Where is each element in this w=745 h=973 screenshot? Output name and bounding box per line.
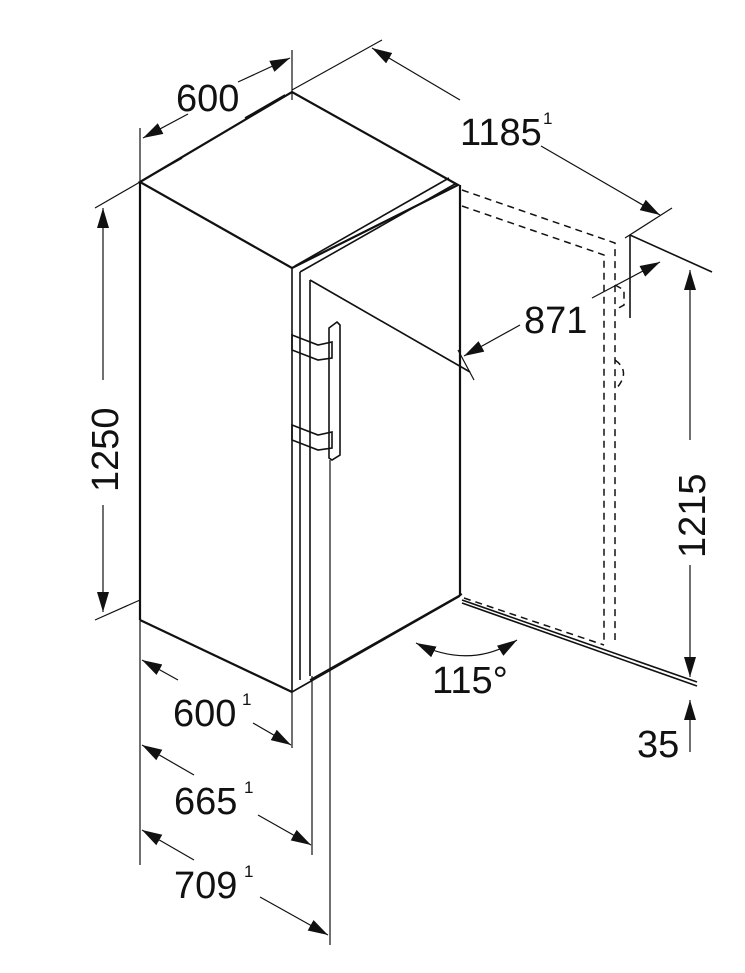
dimension-arrows: [97, 47, 696, 936]
top-width-label: 600: [176, 78, 239, 120]
door-height-label: 1215: [672, 473, 714, 558]
depth-body-label: 600: [173, 693, 236, 735]
bottom-edge: [139, 619, 293, 693]
depth-door-label: 665: [174, 781, 237, 823]
depth-handle-label: 709: [174, 865, 237, 907]
door-handle: [291, 320, 341, 461]
door-clearance-label: 871: [524, 300, 587, 342]
plinth-label: 35: [637, 724, 679, 766]
depth-body-note: 1: [242, 690, 251, 709]
door-open-outline: [461, 189, 713, 687]
open-depth-label: 1185: [460, 112, 542, 154]
top-face: [137, 90, 461, 270]
door-angle-label: 115°: [432, 660, 508, 702]
depth-handle-note: 1: [244, 862, 253, 881]
height-label: 1250: [85, 407, 127, 492]
open-depth-note: 1: [543, 109, 552, 128]
extension-lines: [94, 39, 673, 945]
fridge-door: [291, 177, 471, 693]
depth-door-note: 1: [244, 778, 253, 797]
